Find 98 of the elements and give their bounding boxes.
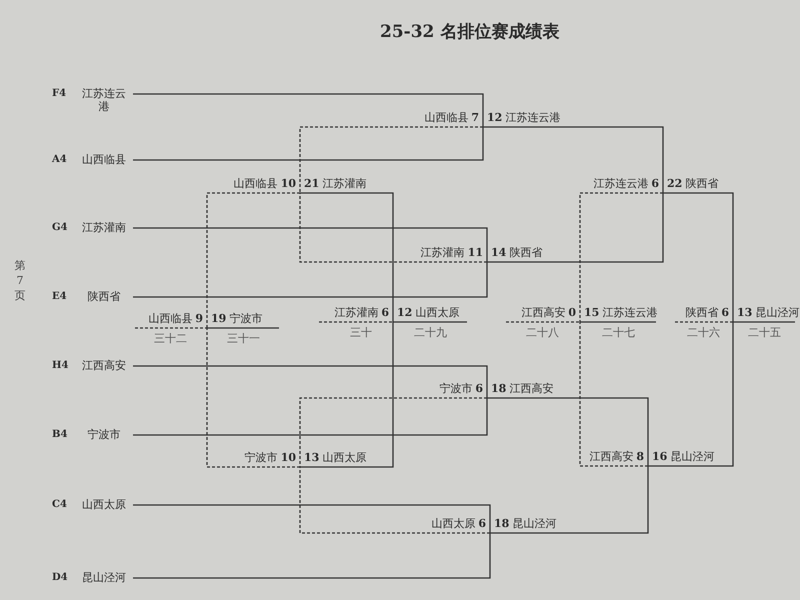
score: 9 [195,312,203,326]
seed-label: F4 [52,87,68,100]
bracket-line [487,397,649,466]
score: 22 [667,177,682,191]
team-name: 山西太原 [322,451,366,465]
seed-label: H4 [52,359,70,372]
place-label: 三十 [350,325,372,340]
bracket-line [133,127,484,161]
bracket-line [206,192,300,328]
team-name: 江苏灌南 [334,306,378,320]
score: 21 [304,177,320,191]
team-name: 江苏灌南 [420,246,465,260]
team-name: 江西高安 [521,306,566,320]
score: 16 [652,450,668,464]
bracket-line [133,262,488,298]
bracket-line [133,227,488,262]
team-name: 山西临县 [424,111,468,125]
team-name: 江苏灌南 [81,221,127,234]
team-name: 陕西省 [685,177,718,191]
bracket-line [579,192,663,322]
bracket-line [487,193,664,263]
score: 6 [381,306,389,320]
score: 13 [737,306,752,320]
score: 7 [471,111,479,125]
score: 15 [584,306,600,320]
bracket-line [206,328,300,468]
seed-label: A4 [52,153,68,166]
team-name: 江西高安 [81,359,127,372]
team-name: 江苏连云港 [81,87,127,113]
bracket-line [133,365,488,398]
bracket-line [483,126,664,193]
team-name: 江苏连云港 [602,306,658,320]
team-name: 江西高安 [589,450,634,464]
team-name: 山西太原 [415,306,460,320]
seed-label: D4 [52,571,69,584]
team-name: 山西太原 [431,517,476,531]
score: 12 [397,306,412,320]
team-name: 昆山泾河 [81,571,127,584]
team-name: 昆山泾河 [670,450,714,464]
seed-label: B4 [52,428,68,441]
place-label: 二十六 [687,325,720,340]
bracket-line [490,466,649,534]
team-name: 江苏灌南 [322,177,366,191]
score: 6 [721,306,729,320]
bracket-line [299,126,483,193]
team-name: 江苏连云港 [593,177,648,191]
team-name: 江西高安 [509,382,554,396]
bracket-line [299,397,487,467]
score: 8 [636,450,644,464]
team-name: 宁波市 [86,428,122,441]
team-name: 山西临县 [234,177,278,191]
bracket-line [133,504,491,533]
team-name: 山西临县 [81,153,127,166]
score: 14 [491,246,506,260]
place-label: 二十五 [748,325,781,340]
team-name: 宁波市 [229,312,262,326]
team-name: 陕西省 [86,290,122,303]
team-name: 昆山泾河 [755,306,800,320]
place-label: 二十八 [526,325,559,340]
seed-label: G4 [52,221,68,234]
score: 13 [304,451,320,465]
place-label: 三十一 [227,331,260,346]
team-name: 江苏连云港 [505,111,560,125]
bracket-line [648,322,734,467]
bracket-line [663,192,734,322]
seed-label: C4 [52,498,68,511]
team-name: 宁波市 [244,451,278,465]
score: 0 [568,306,576,320]
score: 19 [211,312,226,326]
seed-label: E4 [52,290,68,303]
bracket-line [300,192,394,322]
score: 12 [487,111,502,125]
page-number: 第 7 页 [14,258,26,303]
bracket-line [299,467,490,534]
team-name: 山西临县 [148,312,192,326]
bracket-line [300,322,394,468]
score: 6 [651,177,659,191]
team-name: 昆山泾河 [512,517,556,531]
team-name: 宁波市 [439,382,472,396]
bracket-line [579,322,648,467]
bracket-line [299,193,487,263]
score: 10 [280,451,296,465]
score: 6 [478,517,486,531]
place-label: 二十九 [414,325,447,340]
bracket-line [133,93,484,127]
score: 10 [280,177,296,191]
team-name: 山西太原 [81,498,127,511]
place-label: 二十七 [602,325,635,340]
title: 25-32 名排位赛成绩表 [380,21,560,43]
bracket-line [133,398,488,436]
score: 6 [475,382,483,396]
score: 11 [468,246,483,260]
place-label: 三十二 [154,331,187,346]
bracket-line [133,533,491,579]
score: 18 [491,382,506,396]
team-name: 陕西省 [509,246,542,260]
team-name: 陕西省 [685,306,718,320]
score: 18 [494,517,510,531]
